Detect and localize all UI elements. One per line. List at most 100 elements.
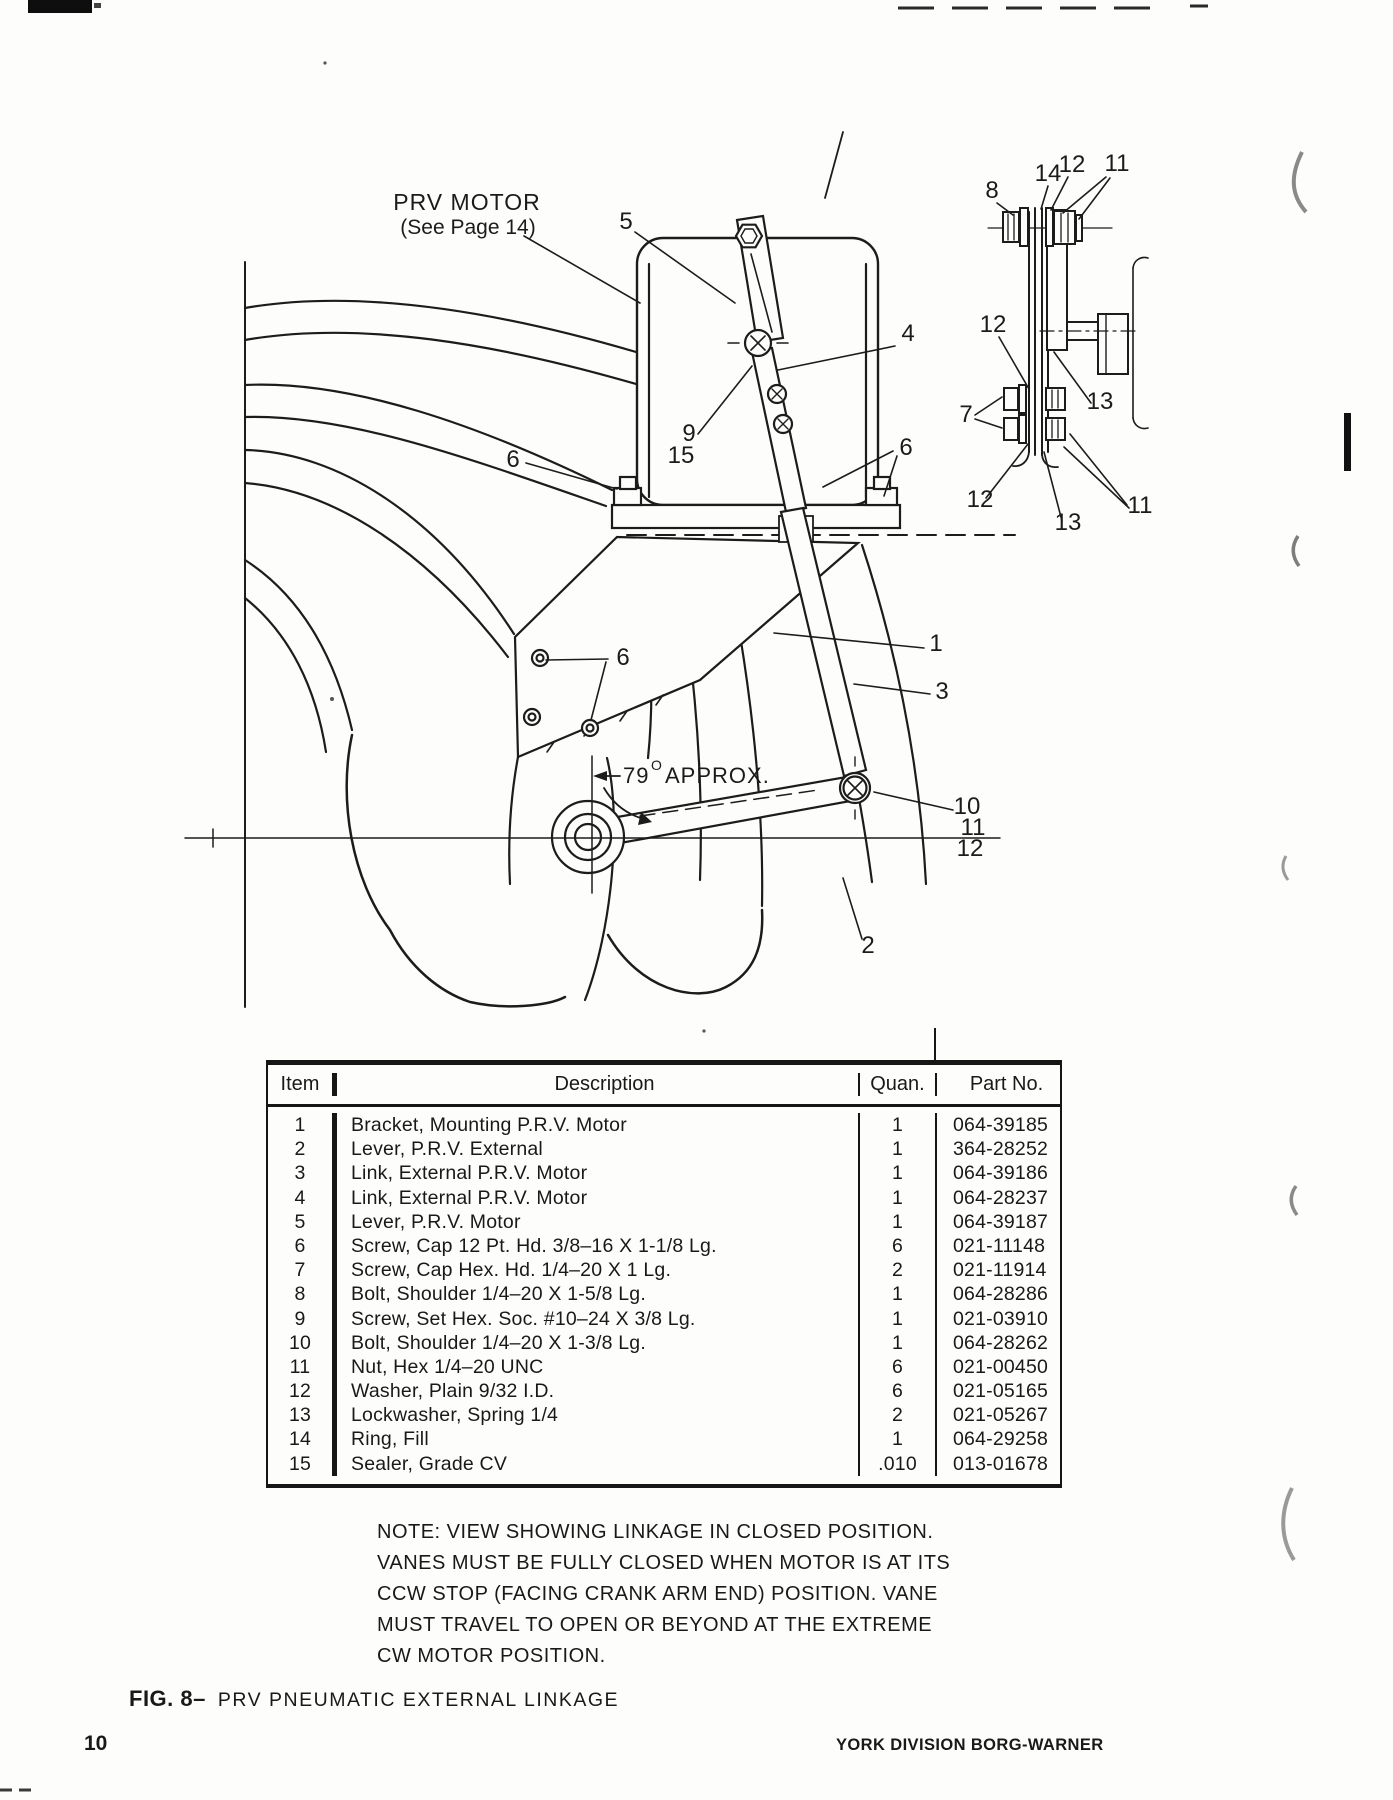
- cell-part-no: 064-39186: [953, 1162, 1049, 1185]
- cell-part-no: 064-28237: [953, 1186, 1049, 1209]
- note-line: MUST TRAVEL TO OPEN OR BEYOND AT THE EXT…: [377, 1614, 933, 1636]
- angle-value: 79: [623, 763, 649, 788]
- callout-6-right: 6: [899, 434, 912, 461]
- callout-4: 4: [901, 320, 914, 347]
- cell-item: 9: [268, 1306, 337, 1331]
- cell-part-no: 021-05267: [953, 1404, 1049, 1427]
- column-header-description: Description: [337, 1073, 860, 1096]
- cell-part-no: 013-01678: [953, 1452, 1049, 1475]
- callout-9: 9: [682, 420, 695, 447]
- cell-quan: 1: [860, 1209, 937, 1234]
- drawing-lines: [184, 131, 1016, 1008]
- callout-11: 11: [961, 814, 986, 841]
- cell-description: Sealer, Grade CV: [337, 1451, 860, 1476]
- cell-item: 3: [268, 1161, 337, 1186]
- callout-13-inset-mid: 13: [1087, 388, 1114, 415]
- callout-5: 5: [619, 208, 632, 235]
- cell-quan: 1: [860, 1185, 937, 1210]
- inset-detail: [987, 207, 1149, 469]
- callout-2: 2: [861, 932, 874, 959]
- cell-item: 14: [268, 1427, 337, 1452]
- figure-caption-prefix: FIG. 8–: [129, 1686, 206, 1711]
- cell-quan: 1: [860, 1113, 937, 1138]
- angle-suffix: APPROX.: [665, 763, 770, 788]
- cell-item: 6: [268, 1233, 337, 1259]
- cell-part-no: 064-28262: [953, 1331, 1049, 1354]
- callout-12-inset-top: 12: [1059, 151, 1086, 178]
- cell-quan: 6: [860, 1233, 937, 1259]
- page-number: 10: [84, 1732, 108, 1755]
- cell-quan: .010: [860, 1451, 937, 1476]
- cell-part-no: 364-28252: [953, 1138, 1049, 1161]
- cell-item: 11: [268, 1354, 337, 1380]
- cell-quan: 2: [860, 1403, 937, 1428]
- callout-13-inset-bot: 13: [1055, 509, 1082, 536]
- note-line: CCW STOP (FACING CRANK ARM END) POSITION…: [377, 1583, 938, 1605]
- note-block: NOTE: VIEW SHOWING LINKAGE IN CLOSED POS…: [377, 1517, 950, 1672]
- cell-description: Lockwasher, Spring 1/4: [337, 1403, 860, 1428]
- motor-label-line1: PRV MOTOR: [393, 189, 540, 215]
- cell-item: 1: [268, 1113, 337, 1138]
- leader-lines: [523, 176, 1130, 940]
- callout-1: 1: [929, 630, 942, 657]
- cell-item: 15: [268, 1451, 337, 1476]
- cell-part-no: 064-29258: [953, 1428, 1049, 1451]
- figure-caption-text: PRV PNEUMATIC EXTERNAL LINKAGE: [217, 1689, 620, 1711]
- callout-14-inset: 14: [1035, 160, 1062, 187]
- cell-description: Bolt, Shoulder 1/4–20 X 1-5/8 Lg.: [337, 1282, 860, 1307]
- cell-quan: 1: [860, 1282, 937, 1307]
- footer-text: YORK DIVISION BORG-WARNER: [836, 1736, 1104, 1754]
- cell-quan: 1: [860, 1161, 937, 1186]
- cell-quan: 1: [860, 1330, 937, 1355]
- column-header-quan: Quan.: [860, 1073, 937, 1096]
- cell-item: 2: [268, 1137, 337, 1162]
- cell-item: 12: [268, 1379, 337, 1404]
- cell-item: 7: [268, 1258, 337, 1283]
- cell-item: 13: [268, 1403, 337, 1428]
- cell-item: 4: [268, 1185, 337, 1210]
- callout-10: 10: [954, 793, 981, 820]
- diagram-labels: PRV MOTOR (See Page 14) 79 O APPROX. 5 4…: [393, 150, 1152, 959]
- cell-description: Screw, Cap Hex. Hd. 1/4–20 X 1 Lg.: [337, 1258, 860, 1283]
- cell-description: Ring, Fill: [337, 1427, 860, 1452]
- cell-quan: 1: [860, 1137, 937, 1162]
- callout-12: 12: [957, 835, 984, 862]
- callout-6-left: 6: [506, 446, 519, 473]
- cell-description: Lever, P.R.V. External: [337, 1137, 860, 1162]
- cell-quan: 1: [860, 1306, 937, 1331]
- cell-description: Bracket, Mounting P.R.V. Motor: [337, 1113, 860, 1138]
- callout-12-inset-bot: 12: [967, 486, 994, 513]
- cell-description: Nut, Hex 1/4–20 UNC: [337, 1354, 860, 1380]
- cell-part-no: 021-05165: [953, 1380, 1049, 1403]
- angle-degree: O: [651, 757, 662, 773]
- cell-part-no: 021-11148: [953, 1234, 1046, 1257]
- note-line: CW MOTOR POSITION.: [377, 1645, 606, 1667]
- cell-description: Screw, Cap 12 Pt. Hd. 3/8–16 X 1-1/8 Lg.: [337, 1233, 860, 1259]
- callout-8-inset: 8: [985, 177, 998, 204]
- column-header-part-no: Part No.: [969, 1073, 1044, 1095]
- cell-part-no: 021-00450: [953, 1355, 1049, 1378]
- cell-quan: 2: [860, 1258, 937, 1283]
- cell-part-no: 064-28286: [953, 1283, 1049, 1306]
- callout-12-inset-mid: 12: [980, 311, 1007, 338]
- scan-artifacts: [0, 0, 1351, 1792]
- cell-description: Link, External P.R.V. Motor: [337, 1161, 860, 1186]
- note-line: NOTE: VIEW SHOWING LINKAGE IN CLOSED POS…: [377, 1521, 934, 1543]
- callout-11-inset-top: 11: [1105, 150, 1130, 177]
